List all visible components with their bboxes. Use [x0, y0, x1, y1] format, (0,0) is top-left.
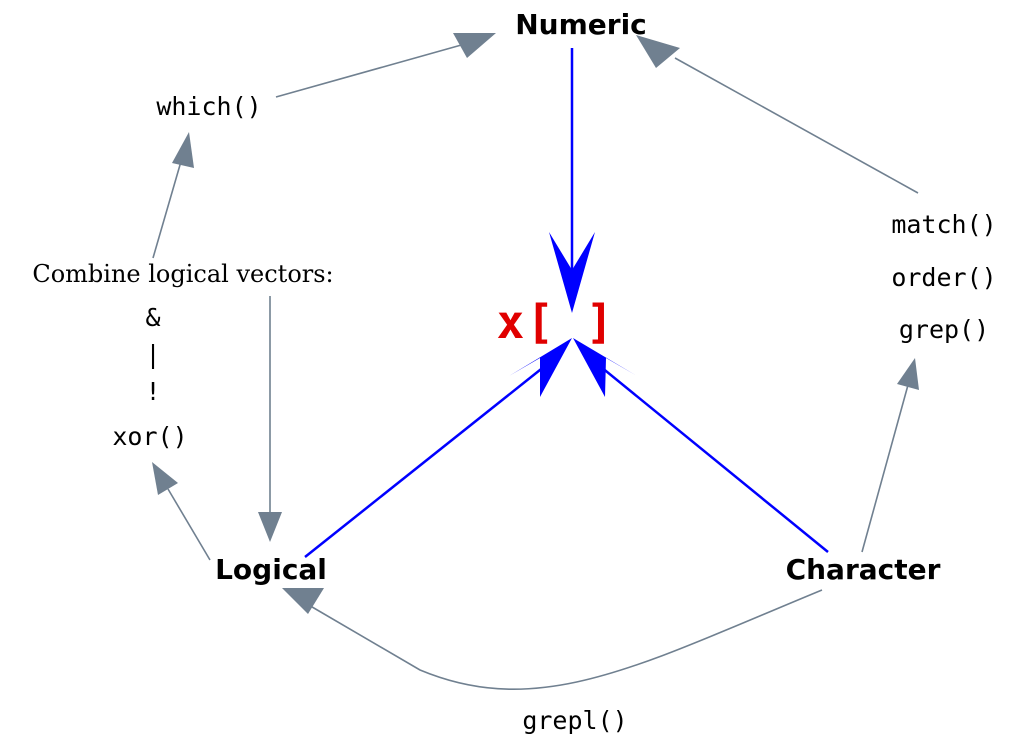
- which-to-numeric-arrow: [275, 41, 473, 98]
- arrowhead-subset-right: [573, 338, 637, 397]
- grep-label: grep(): [898, 315, 990, 344]
- arrowhead-xor: [152, 462, 178, 495]
- arrowhead-subset-left: [509, 338, 572, 397]
- character-to-subset-arrow: [589, 357, 829, 553]
- character-to-logical-grepl-arrow: [306, 589, 823, 690]
- arrowhead-logical-top: [258, 512, 282, 542]
- subset-operator: x[ ]: [496, 295, 616, 349]
- and-operator: &: [145, 303, 161, 332]
- arrowhead-subset-top: [549, 232, 595, 313]
- not-operator: !: [145, 377, 161, 406]
- node-numeric: Numeric: [515, 8, 647, 41]
- arrowhead-grep: [897, 358, 919, 390]
- match-label: match(): [891, 210, 997, 239]
- arrowhead-which: [172, 132, 194, 168]
- or-operator: |: [145, 340, 161, 369]
- character-to-grep-arrow: [861, 384, 909, 553]
- combine-heading: Combine logical vectors:: [32, 260, 334, 288]
- logical-to-subset-arrow: [304, 357, 556, 558]
- order-label: order(): [891, 263, 997, 292]
- which-label: which(): [156, 92, 262, 121]
- xor-label: xor(): [112, 422, 188, 451]
- combine-to-which-arrow: [152, 157, 183, 259]
- arrowhead-numeric-left: [453, 33, 496, 58]
- arrowhead-logical-bottom: [282, 588, 324, 614]
- match-to-numeric-arrow: [674, 57, 919, 194]
- logical-to-xor-arrow: [167, 488, 211, 561]
- node-logical: Logical: [215, 553, 327, 586]
- arrowhead-numeric-right: [636, 35, 680, 68]
- node-character: Character: [785, 553, 941, 586]
- grepl-label: grepl(): [522, 706, 628, 735]
